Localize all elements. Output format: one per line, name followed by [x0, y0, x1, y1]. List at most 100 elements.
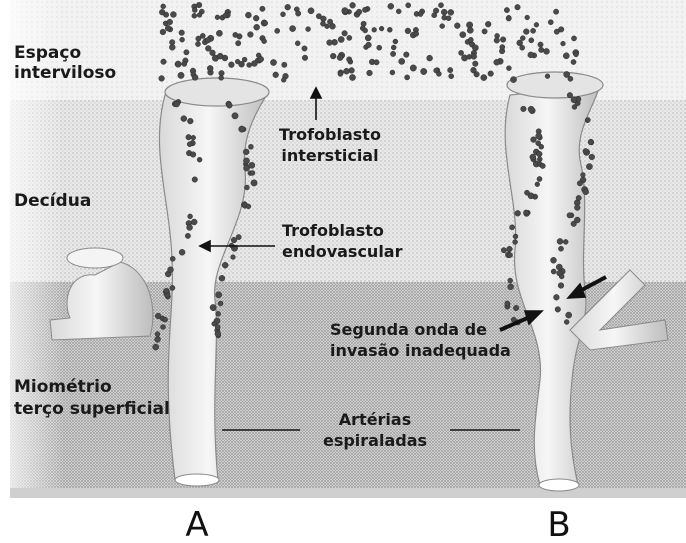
- trophoblast-cell: [169, 44, 175, 50]
- trophoblast-cell: [396, 9, 401, 14]
- trophoblast-cell: [216, 30, 222, 36]
- trophoblast-cell: [471, 67, 477, 73]
- trophoblast-cell: [347, 35, 352, 40]
- trophoblast-cell: [260, 6, 265, 11]
- trophoblast-cell: [531, 28, 536, 33]
- trophoblast-cell: [390, 70, 395, 75]
- trophoblast-cell: [536, 133, 542, 139]
- trophoblast-cell: [440, 24, 445, 29]
- trophoblast-cell: [551, 269, 556, 274]
- trophoblast-cell: [538, 42, 543, 47]
- trophoblast-cell: [281, 78, 286, 83]
- trophoblast-cell: [231, 237, 237, 243]
- trophoblast-cell: [244, 165, 250, 171]
- trophoblast-cell: [163, 317, 168, 322]
- trophoblast-cell: [504, 7, 509, 12]
- trophoblast-cell: [468, 37, 473, 42]
- trophoblast-cell: [327, 19, 332, 24]
- trophoblast-cell: [535, 182, 540, 187]
- label-decidua: Decídua: [14, 191, 91, 211]
- trophoblast-cell: [571, 36, 576, 41]
- trophoblast-cell: [551, 257, 557, 263]
- trophoblast-cell: [508, 284, 514, 290]
- trophoblast-cell: [554, 294, 560, 300]
- label-spiral-arteries-line1: Artérias: [339, 410, 411, 429]
- trophoblast-cell: [379, 26, 384, 31]
- trophoblast-cell: [159, 9, 165, 15]
- trophoblast-cell: [521, 106, 527, 112]
- trophoblast-cell: [187, 142, 192, 147]
- trophoblast-cell: [434, 68, 439, 73]
- trophoblast-cell: [454, 23, 460, 29]
- trophoblast-cell: [338, 36, 344, 42]
- trophoblast-cell: [507, 246, 513, 252]
- trophoblast-cell: [174, 101, 180, 107]
- trophoblast-cell: [558, 283, 564, 289]
- trophoblast-cell: [197, 157, 202, 162]
- trophoblast-cell: [571, 59, 576, 64]
- trophoblast-cell: [501, 248, 506, 253]
- trophoblast-cell: [347, 57, 352, 62]
- trophoblast-cell: [281, 12, 286, 17]
- trophoblast-cell: [418, 11, 423, 16]
- trophoblast-cell: [262, 39, 267, 44]
- trophoblast-cell: [186, 134, 192, 140]
- trophoblast-cell: [196, 36, 201, 41]
- trophoblast-cell: [302, 55, 308, 61]
- trophoblast-cell: [467, 27, 473, 33]
- trophoblast-cell: [367, 70, 373, 76]
- trophoblast-cell: [363, 28, 368, 33]
- trophoblast-cell: [155, 313, 161, 319]
- curled-edge: [0, 0, 10, 495]
- trophoblast-cell: [236, 234, 241, 239]
- trophoblast-cell: [539, 47, 544, 52]
- trophoblast-cell: [295, 41, 300, 46]
- trophoblast-cell: [506, 66, 511, 71]
- trophoblast-cell: [217, 53, 223, 59]
- trophoblast-cell: [159, 76, 165, 82]
- label-spiral-arteries-line2: espiraladas: [323, 431, 427, 450]
- trophoblast-cell: [567, 213, 572, 218]
- trophoblast-cell: [448, 67, 453, 72]
- label-intervillous-line2: interviloso: [14, 63, 116, 83]
- trophoblast-cell: [515, 4, 521, 10]
- trophoblast-cell: [327, 40, 333, 46]
- trophoblast-cell: [207, 65, 213, 71]
- trophoblast-cell: [191, 219, 197, 225]
- label-myometrium-line2: terço superficial: [14, 399, 170, 419]
- label-myometrium-line1: Miométrio: [14, 377, 112, 397]
- trophoblast-cell: [559, 274, 564, 279]
- trophoblast-cell: [248, 144, 253, 149]
- trophoblast-cell: [482, 29, 487, 34]
- trophoblast-cell: [290, 26, 296, 32]
- trophoblast-cell: [555, 307, 561, 313]
- trophoblast-cell: [196, 2, 202, 8]
- trophoblast-cell: [564, 320, 569, 325]
- trophoblast-cell: [583, 189, 589, 195]
- trophoblast-cell: [165, 25, 171, 31]
- trophoblast-cell: [548, 20, 553, 25]
- trophoblast-cell: [388, 3, 394, 9]
- trophoblast-cell: [188, 214, 193, 219]
- trophoblast-cell: [366, 42, 372, 48]
- trophoblast-cell: [421, 68, 427, 74]
- trophoblast-cell: [330, 53, 336, 59]
- trophoblast-cell: [528, 52, 534, 58]
- trophoblast-cell: [285, 4, 291, 10]
- trophoblast-cell: [227, 102, 233, 108]
- trophoblast-cell: [553, 9, 558, 14]
- trophoblast-cell: [589, 154, 595, 160]
- trophoblast-cell: [544, 48, 550, 54]
- trophoblast-cell: [223, 13, 228, 18]
- trophoblast-cell: [184, 50, 189, 55]
- trophoblast-cell: [446, 16, 451, 21]
- trophoblast-cell: [528, 193, 534, 199]
- trophoblast-cell: [219, 75, 224, 80]
- trophoblast-cell: [520, 36, 525, 41]
- trophoblast-cell: [219, 275, 225, 281]
- trophoblast-cell: [179, 249, 185, 255]
- trophoblast-cell: [485, 21, 491, 27]
- trophoblast-cell: [349, 74, 355, 80]
- trophoblast-cell: [563, 239, 568, 244]
